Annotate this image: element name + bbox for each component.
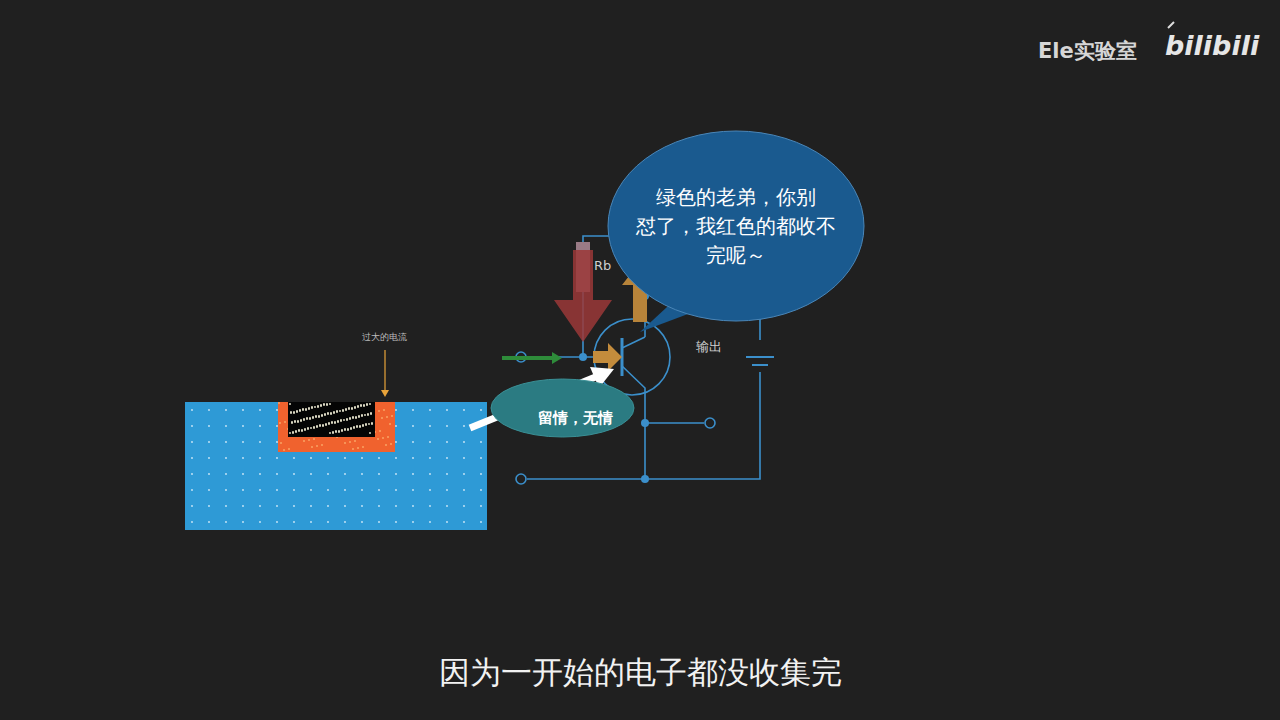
bubble-text: 绿色的老弟，你别 怼了，我红色的都收不 完呢～ bbox=[630, 183, 842, 270]
watermark: Ele实验室 bbox=[1038, 37, 1137, 65]
current-arrow bbox=[554, 250, 612, 342]
watermark-logo: bilibili bbox=[1165, 30, 1259, 61]
current-arrow bbox=[502, 352, 562, 364]
signal-label: 输出 bbox=[696, 338, 722, 356]
subtitle: 因为一开始的电子都没收集完 bbox=[439, 652, 842, 694]
leader-arrowhead bbox=[381, 390, 389, 397]
speech-bubble-small: 留情，无情 bbox=[490, 378, 635, 438]
leader-line bbox=[384, 350, 385, 392]
logo-mark bbox=[1168, 22, 1174, 28]
component-label: Rb bbox=[594, 258, 611, 273]
bubble-outline bbox=[490, 378, 635, 438]
semiconductor-figure bbox=[185, 402, 487, 530]
speech-bubble: 绿色的老弟，你别 怼了，我红色的都收不 完呢～ bbox=[607, 130, 865, 322]
bubble-text: 留情，无情 bbox=[490, 378, 635, 430]
current-arrow bbox=[593, 343, 622, 371]
annotation: 过大的电流 bbox=[362, 331, 407, 344]
